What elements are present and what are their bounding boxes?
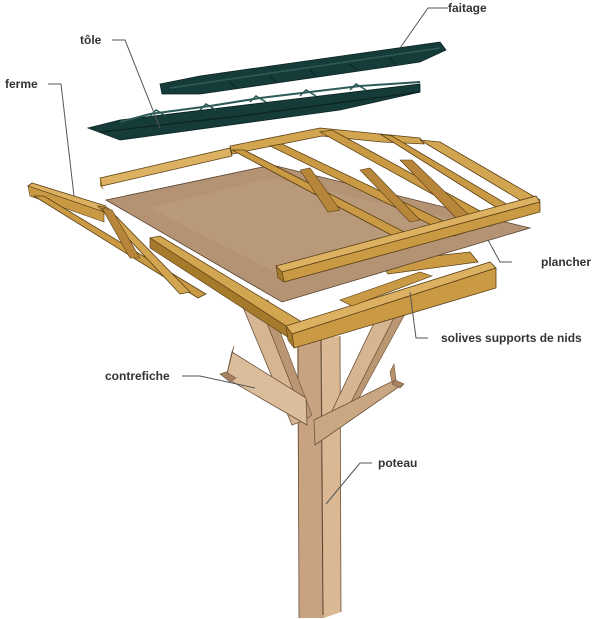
ferme-left	[27, 182, 207, 299]
tole-sheet	[86, 81, 421, 141]
label-ferme: ferme	[5, 77, 38, 91]
roof-frame	[99, 127, 541, 283]
post	[297, 335, 342, 619]
label-faitage: faitage	[448, 1, 487, 15]
label-contrefiche: contrefiche	[105, 369, 170, 383]
leader-poteau	[325, 462, 372, 505]
plancher-panel	[104, 164, 532, 303]
label-poteau: poteau	[378, 456, 418, 470]
leader-plancher	[487, 239, 512, 263]
leader-tole	[112, 39, 161, 129]
faitage-piece	[159, 41, 447, 95]
contrefiche-pieces	[219, 345, 405, 446]
label-tole: tôle	[80, 33, 102, 47]
floor-frame	[148, 235, 497, 349]
label-plancher: plancher	[541, 255, 592, 269]
leader-lines	[48, 7, 512, 505]
leader-ferme	[48, 83, 75, 197]
leader-contrefiche	[182, 375, 256, 389]
label-solives: solives supports de nids	[441, 331, 582, 345]
leader-faitage	[399, 7, 448, 49]
leader-solives	[409, 291, 428, 339]
